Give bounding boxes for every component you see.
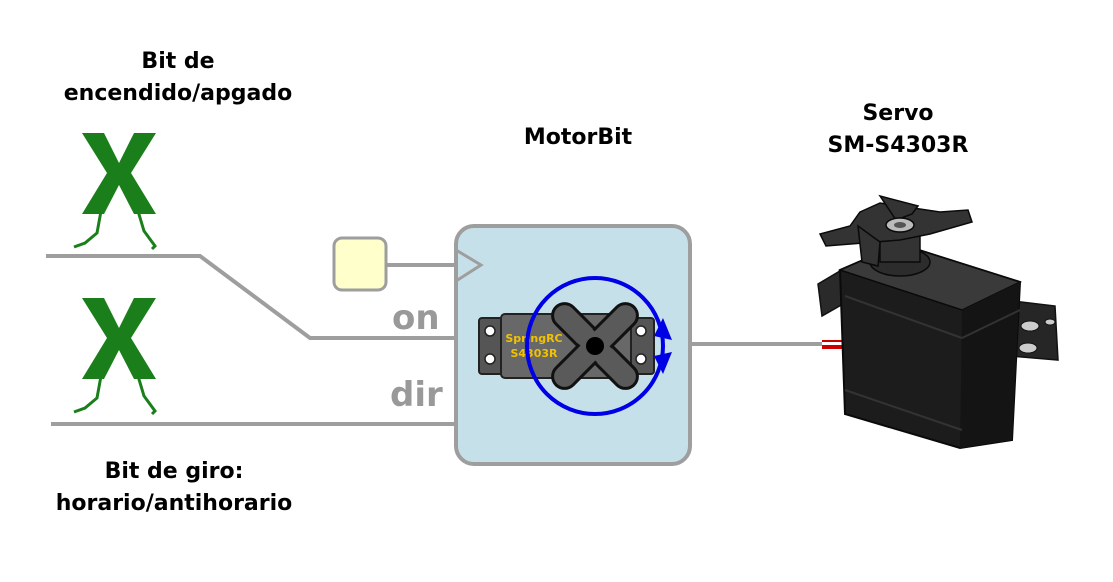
servo-icon: SpringRC S4303R	[478, 302, 655, 390]
wires	[46, 254, 828, 426]
rotation-arrow-icon	[525, 276, 672, 416]
servo-model-label: S4303R	[510, 347, 558, 360]
on-port-label: on	[392, 298, 440, 338]
on-off-bit-label-line-2: encendido/apgado	[63, 81, 293, 106]
clock-input	[332, 236, 388, 292]
direction-bit-label: Bit de giro: horario/antihorario	[16, 456, 332, 520]
walking-x-icon	[73, 298, 157, 416]
servo-label: Servo SM-S4303R	[788, 98, 1008, 162]
servo-photo	[817, 194, 1059, 450]
clock-port-marker	[455, 248, 484, 283]
servo-label-line-2: SM-S4303R	[827, 133, 969, 158]
motorbit-label: MotorBit	[523, 125, 633, 150]
on-wire	[46, 254, 458, 340]
servo-label-line-1: Servo	[862, 101, 934, 126]
walking-x-icon	[73, 133, 157, 251]
on-off-bit-label: Bit de encendido/apgado	[20, 46, 336, 110]
direction-bit-label-line-1: Bit de giro:	[104, 459, 244, 484]
dir-port-label: dir	[390, 375, 443, 415]
direction-bit-label-line-2: horario/antihorario	[55, 491, 293, 516]
on-off-bit-label-line-1: Bit de	[141, 49, 215, 74]
servo-brand-label: SpringRC	[505, 332, 562, 345]
